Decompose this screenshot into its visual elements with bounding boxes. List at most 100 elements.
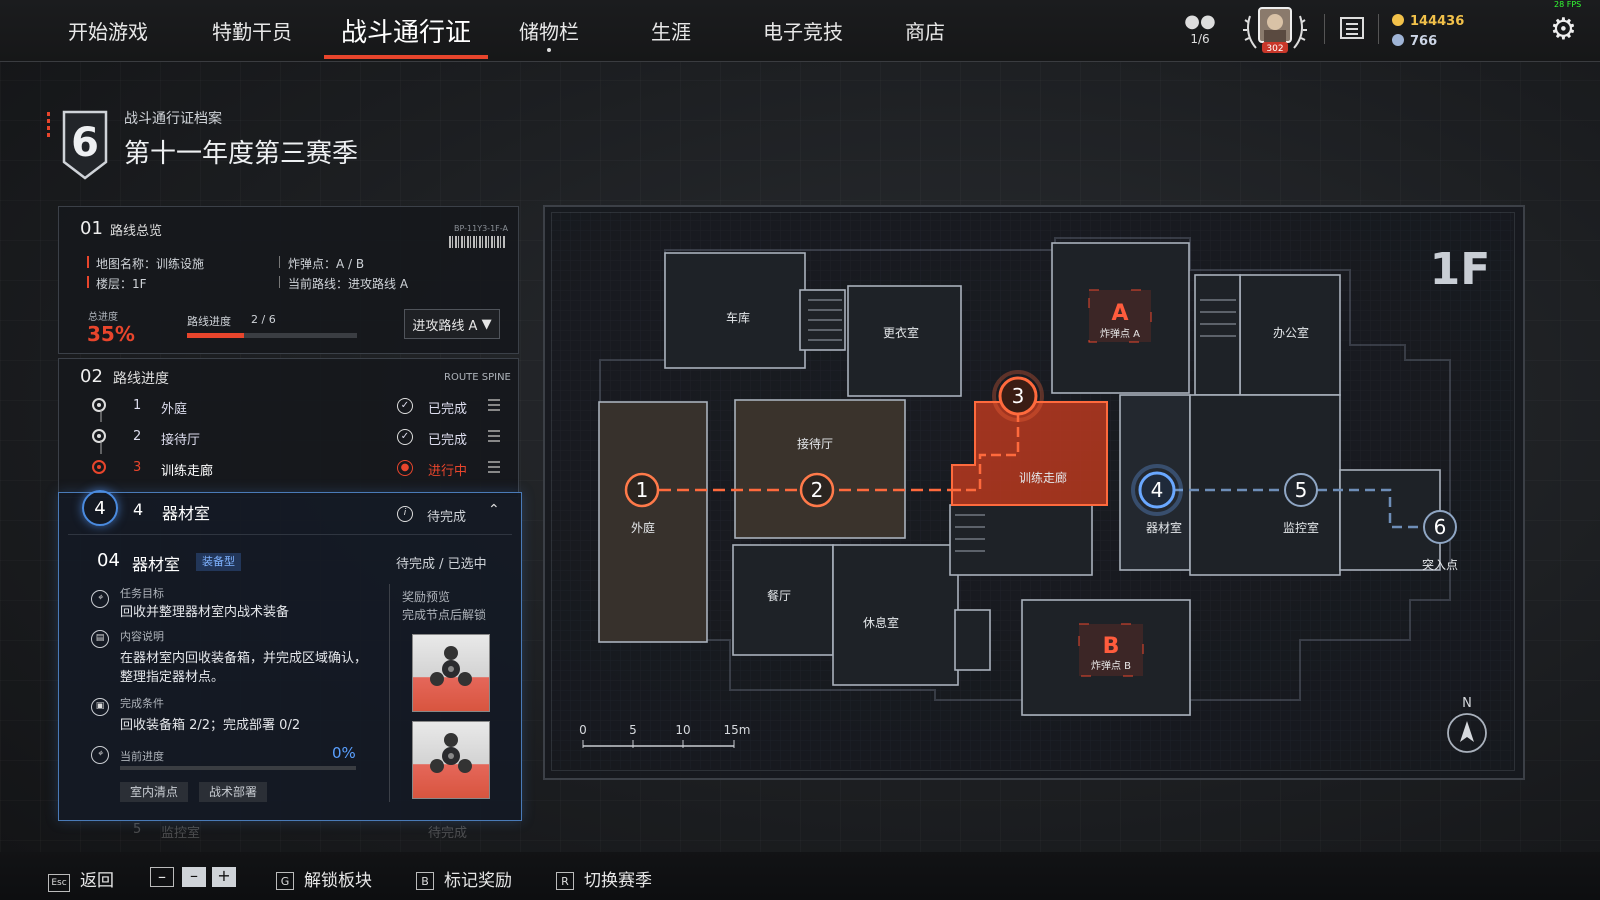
floor-label: 楼层：1F — [96, 277, 147, 291]
nav-tab-battle-pass[interactable]: 战斗通行证 — [324, 0, 488, 61]
spine-tag: ROUTE SPINE — [444, 372, 511, 383]
bomb-site-b[interactable]: B 炸弹点 B — [1078, 623, 1144, 677]
top-nav-bar: 开始游戏 特勤干员 战斗通行证 储物栏 生涯 电子竞技 商店 ●● 1/6 30… — [0, 0, 1600, 62]
nav-tab-operators[interactable]: 特勤干员 — [212, 20, 292, 44]
renown-icon — [1392, 14, 1404, 26]
selected-step-number: 4 — [133, 500, 144, 519]
map-room-monitor: 监控室 — [1283, 520, 1319, 535]
drag-handle-icon[interactable] — [488, 430, 500, 442]
description-label: 内容说明 — [120, 630, 164, 643]
map-node-3[interactable]: 3 — [992, 370, 1044, 422]
scale-tick: 5 — [629, 723, 637, 737]
total-progress-percent: 35% — [87, 322, 135, 346]
divider — [1378, 14, 1379, 44]
map-node-6[interactable]: 6 — [1423, 510, 1457, 544]
nav-tab-inventory[interactable]: 储物栏 — [488, 0, 610, 61]
nav-tab-career[interactable]: 生涯 — [651, 20, 691, 44]
back-hint[interactable]: Esc 返回 — [48, 866, 114, 892]
season-number: 6 — [71, 120, 99, 166]
step-number: 2 — [133, 429, 142, 444]
map-room-lobby: 接待厅 — [797, 436, 833, 451]
compass-north-label: N — [1462, 696, 1472, 711]
route-select-value: 进攻路线 A — [412, 318, 478, 334]
goal-label: 任务目标 — [120, 587, 164, 600]
bomb-site-a[interactable]: A 炸弹点 A — [1088, 289, 1152, 343]
step-name: 外庭 — [161, 402, 188, 417]
party-button[interactable]: ●● 1/6 — [1183, 11, 1217, 47]
step-name: 接待厅 — [161, 433, 201, 448]
gadget-icon — [430, 646, 472, 686]
map-node-number: 2 — [811, 478, 824, 502]
route-line-active — [952, 412, 1020, 492]
scale-tick: 0 — [579, 723, 587, 737]
bomb-a-letter: A — [1111, 301, 1128, 326]
back-label: 返回 — [80, 871, 114, 891]
current-route-label: 当前路线：进攻路线 A — [288, 277, 409, 291]
chip-deploy[interactable]: 战术部署 — [199, 782, 268, 802]
divider — [389, 584, 390, 802]
nav-tab-inventory-label: 储物栏 — [519, 20, 579, 44]
nav-tab-shop[interactable]: 商店 — [905, 20, 945, 44]
news-icon[interactable] — [1340, 17, 1364, 39]
credits-icon — [1392, 34, 1404, 46]
map-room-breach-point: 突入点 — [1422, 557, 1458, 572]
detail-name: 器材室 — [132, 555, 181, 574]
stairs — [808, 299, 1236, 552]
map-room-garage: 车库 — [726, 310, 750, 325]
step-node-icon — [92, 398, 106, 412]
season-shield-badge: 6 — [62, 110, 108, 180]
map-node-4[interactable]: 4 — [1131, 464, 1183, 516]
nav-tab-esports[interactable]: 电子竞技 — [763, 20, 843, 44]
gold-amount: 144436 — [1410, 14, 1465, 29]
map-node-1[interactable]: 1 — [624, 472, 660, 508]
step-name: 训练走廊 — [161, 464, 214, 479]
divider — [1324, 14, 1325, 44]
route-step-5[interactable]: 5 监控室 待完成 — [88, 822, 498, 842]
pending-info-icon: i — [397, 506, 413, 522]
notification-dot — [547, 48, 551, 52]
floor-plan-map[interactable]: 车库 更衣室 办公室 接待厅 训练走廊 外庭 器材室 监控室 突入点 餐厅 休息… — [543, 205, 1521, 776]
scale-tick: 10 — [675, 723, 690, 737]
selected-step-name: 器材室 — [162, 504, 211, 523]
route-step-2[interactable]: 2 接待厅 ✓ 已完成 — [88, 425, 500, 449]
goal-text: 回收并整理器材室内战术装备 — [120, 605, 290, 620]
zoom-indicator: – — [150, 867, 174, 887]
party-icon: ●● — [1184, 11, 1216, 32]
key-r: R — [556, 872, 574, 890]
collapse-chevron-icon[interactable]: ⌃ — [488, 502, 500, 518]
drag-handle-icon[interactable] — [488, 399, 500, 411]
description-line-1: 在器材室内回收装备箱，并完成区域确认， — [120, 651, 368, 666]
zoom-in-button[interactable]: + — [212, 867, 236, 887]
bottom-hint-bar — [0, 852, 1600, 900]
route-select-dropdown[interactable]: 进攻路线 A ▼ — [404, 309, 500, 339]
map-node-number: 6 — [1434, 515, 1447, 539]
route-step-3[interactable]: 3 训练走廊 ● 进行中 — [88, 456, 500, 480]
nav-tab-play[interactable]: 开始游戏 — [68, 20, 148, 44]
map-node-number: 5 — [1295, 478, 1308, 502]
route-step-1[interactable]: 1 外庭 ✓ 已完成 — [88, 394, 500, 418]
selected-step-node[interactable]: 4 — [82, 490, 118, 526]
zoom-out-button[interactable]: – — [182, 867, 206, 887]
detail-number: 04 — [97, 550, 120, 571]
map-node-2[interactable]: 2 — [799, 472, 835, 508]
settings-gear-icon[interactable]: ⚙ — [1550, 12, 1577, 47]
reward-preview-label: 奖励预览 — [402, 590, 451, 604]
detail-state: 待完成 / 已选中 — [396, 557, 487, 572]
key-esc: Esc — [48, 874, 70, 892]
player-level: 302 — [1266, 44, 1283, 54]
map-scale-bar: 0 5 10 15m — [579, 723, 750, 748]
drag-handle-icon[interactable] — [488, 461, 500, 473]
route-progress-track — [187, 333, 357, 338]
map-node-5[interactable]: 5 — [1284, 473, 1318, 507]
reward-item-2[interactable] — [412, 721, 490, 799]
chip-inventory[interactable]: 室内清点 — [120, 782, 189, 802]
header-accent-ticks — [47, 112, 50, 140]
player-avatar[interactable]: 302 — [1242, 4, 1308, 54]
reward-item-1[interactable] — [412, 634, 490, 712]
bomb-b-label: 炸弹点 B — [1091, 659, 1131, 672]
condition-icon: ▣ — [91, 698, 109, 716]
condition-label: 完成条件 — [120, 697, 164, 710]
